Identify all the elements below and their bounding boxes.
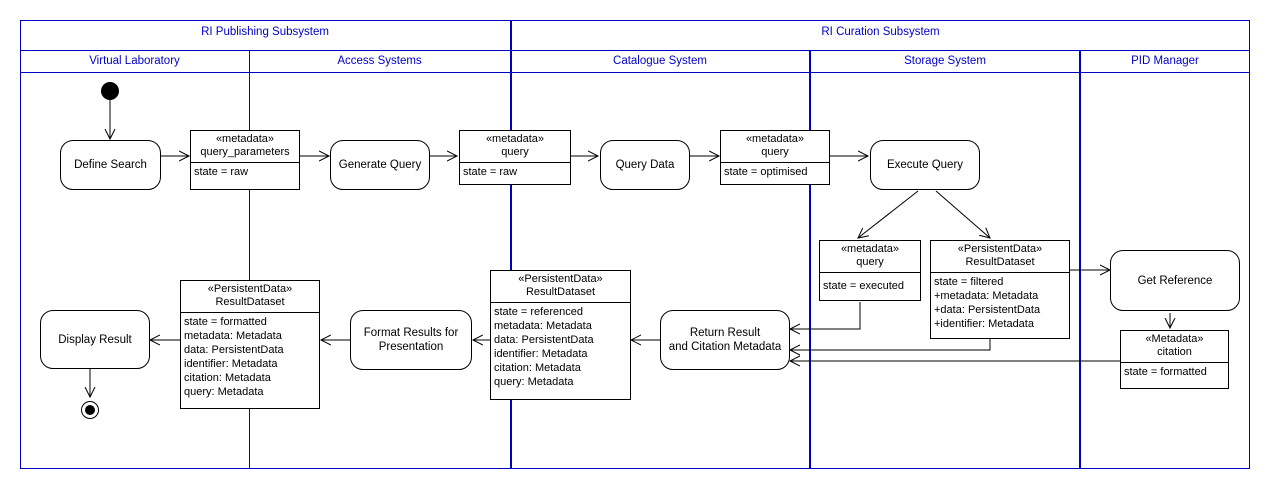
frame-lane-divider — [20, 72, 1250, 73]
flow-result-filtered-to-return-result — [790, 339, 991, 350]
object-result-dataset-filtered: «PersistentData»ResultDataset state = fi… — [930, 240, 1070, 339]
flow-execute-query-to-query-executed — [858, 190, 919, 238]
object-result-dataset-formatted: «PersistentData»ResultDataset state = fo… — [180, 280, 320, 409]
final-node — [81, 401, 99, 419]
lane-header-catalogue-system: Catalogue System — [613, 55, 707, 67]
action-format-results: Format Results for Presentation — [350, 310, 472, 370]
action-query-data: Query Data — [600, 140, 690, 190]
object-query-optimised: «metadata»query state = optimised — [720, 130, 830, 185]
object-query-parameters: «metadata»query_parameters state = raw — [190, 130, 300, 190]
object-query-raw: «metadata»query state = raw — [459, 130, 571, 185]
flow-execute-query-to-result-filtered — [935, 190, 990, 238]
lane-separator — [249, 50, 250, 469]
action-return-result: Return Result and Citation Metadata — [660, 310, 790, 370]
initial-node — [101, 82, 119, 100]
action-execute-query: Execute Query — [870, 140, 980, 190]
frame-top — [20, 20, 1250, 21]
object-result-dataset-referenced: «PersistentData»ResultDataset state = re… — [490, 270, 631, 400]
action-display-result: Display Result — [40, 310, 150, 369]
action-get-reference: Get Reference — [1110, 250, 1240, 311]
frame-subsystem-divider — [20, 50, 1250, 51]
object-query-executed: «metadata»query state = executed — [819, 240, 921, 301]
action-define-search: Define Search — [60, 140, 161, 190]
frame-right — [1249, 20, 1250, 469]
action-generate-query: Generate Query — [330, 140, 430, 190]
frame-left — [20, 20, 21, 469]
lane-header-virtual-laboratory: Virtual Laboratory — [89, 55, 180, 67]
lane-separator — [1079, 50, 1081, 469]
lane-header-access-systems: Access Systems — [337, 55, 422, 67]
object-citation: «Metadata»citation state = formatted — [1120, 330, 1229, 389]
subsystem-header-publishing: RI Publishing Subsystem — [201, 26, 329, 38]
subsystem-separator — [510, 20, 512, 469]
subsystem-header-curation: RI Curation Subsystem — [821, 26, 940, 38]
frame-bottom — [20, 468, 1250, 469]
flow-query-executed-to-return-result — [790, 302, 861, 329]
lane-separator — [809, 50, 811, 469]
lane-header-pid-manager: PID Manager — [1131, 55, 1199, 67]
lane-header-storage-system: Storage System — [904, 55, 986, 67]
